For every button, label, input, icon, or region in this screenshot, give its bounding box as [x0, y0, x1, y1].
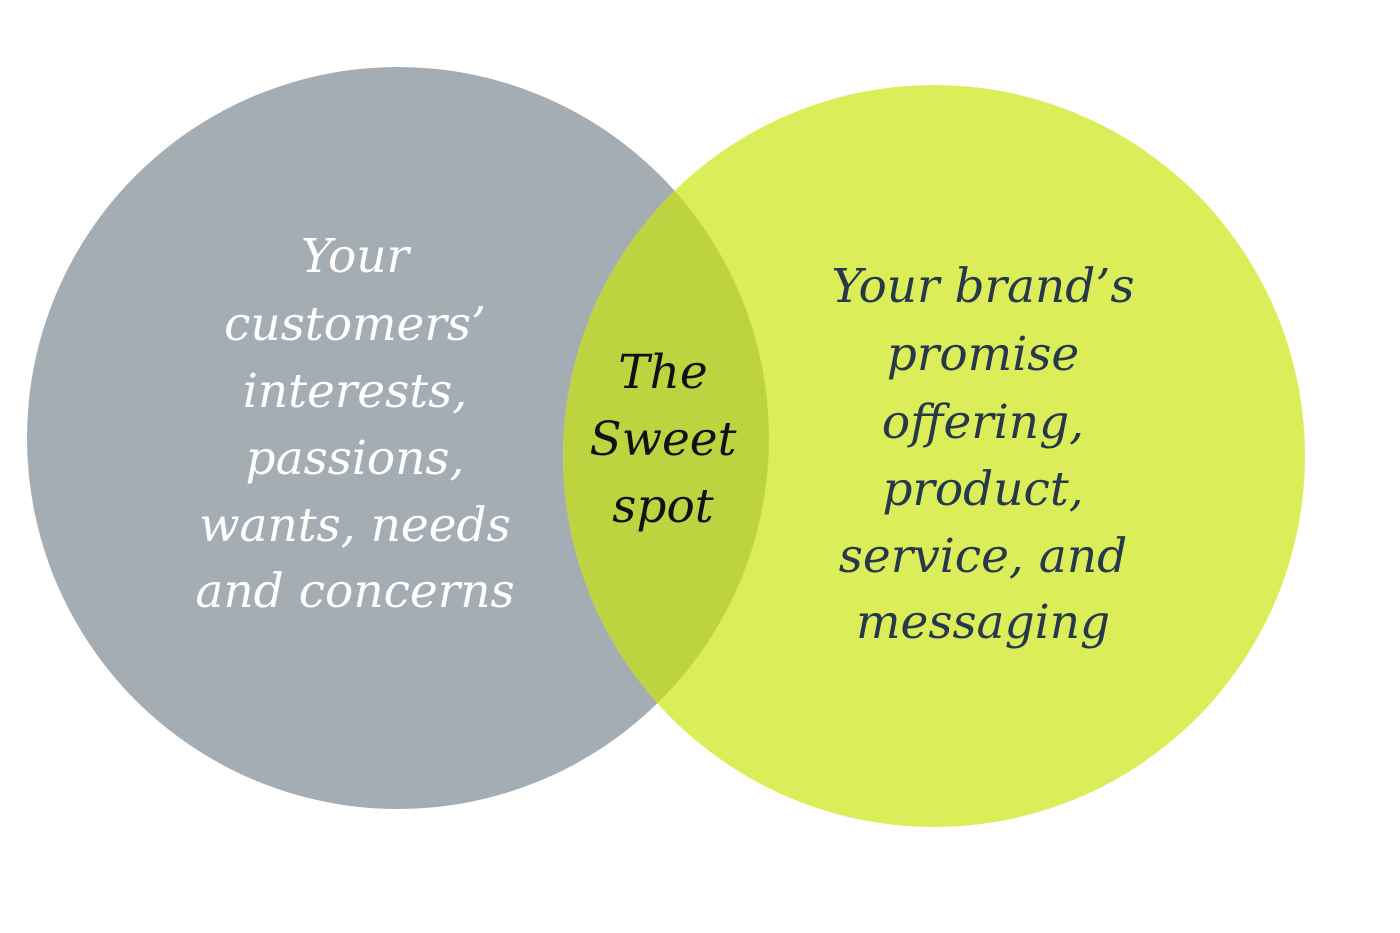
right-line: service, and — [839, 529, 1127, 584]
center-line: spot — [612, 479, 714, 534]
right-line: Your brand’s — [832, 259, 1135, 314]
brand-label: Your brand’s promise offering, product, … — [832, 259, 1135, 650]
left-line: passions, — [245, 431, 464, 486]
left-line: interests, — [243, 364, 467, 419]
sweet-spot-label: The Sweet spot — [590, 345, 737, 534]
left-line: Your — [301, 229, 412, 284]
right-line: product, — [882, 462, 1083, 517]
customers-label: Your customers’ interests, passions, wan… — [195, 229, 514, 619]
left-line: customers’ — [224, 297, 486, 352]
center-line: Sweet — [590, 412, 737, 467]
left-line: wants, needs — [199, 498, 511, 553]
brand-circle — [563, 85, 1305, 827]
right-line: offering, — [882, 395, 1084, 450]
right-line: promise — [887, 327, 1079, 382]
center-line: The — [618, 345, 707, 400]
customers-circle — [27, 67, 769, 809]
left-line: and concerns — [195, 564, 514, 619]
right-line: messaging — [856, 595, 1110, 650]
